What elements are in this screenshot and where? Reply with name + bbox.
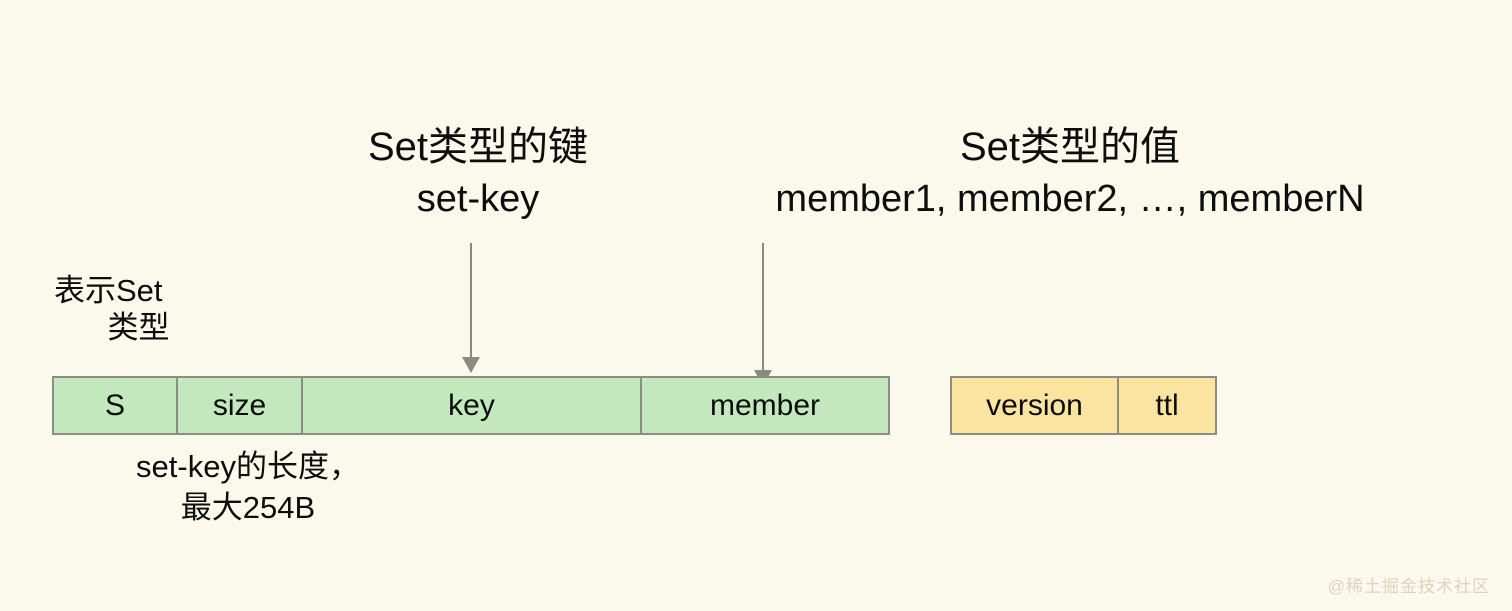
- type-marker-line1: 表示Set: [54, 273, 163, 308]
- size-note-line2: 最大254B: [180, 490, 316, 526]
- field-cell-ttl: ttl: [1119, 378, 1215, 433]
- key-record-row: S size key member: [52, 376, 890, 435]
- key-annotation-title: Set类型的键: [367, 125, 589, 169]
- field-cell-version: version: [952, 378, 1119, 433]
- arrow-head: [462, 357, 480, 373]
- field-cell-type-flag: S: [54, 378, 178, 433]
- field-cell-size: size: [178, 378, 303, 433]
- field-cell-member: member: [642, 378, 888, 433]
- type-marker-line2: 类型: [107, 310, 170, 346]
- arrow-shaft: [470, 243, 472, 359]
- key-annotation-example: set-key: [416, 178, 540, 221]
- value-annotation-example: member1, member2, …, memberN: [775, 178, 1365, 221]
- size-note-line1: set-key的长度，: [136, 449, 360, 484]
- field-cell-key: key: [303, 378, 642, 433]
- type-marker-annotation: 表示Set 类型: [40, 272, 215, 346]
- watermark: @稀土掘金技术社区: [1327, 577, 1490, 596]
- arrow-shaft: [762, 243, 764, 372]
- value-annotation-title: Set类型的值: [959, 125, 1181, 169]
- key-annotation: Set类型的键 set-key: [338, 124, 618, 222]
- value-record-row: version ttl: [950, 376, 1217, 435]
- size-note-annotation: set-key的长度， 最大254B: [78, 448, 418, 526]
- value-annotation: Set类型的值 member1, member2, …, memberN: [670, 124, 1470, 222]
